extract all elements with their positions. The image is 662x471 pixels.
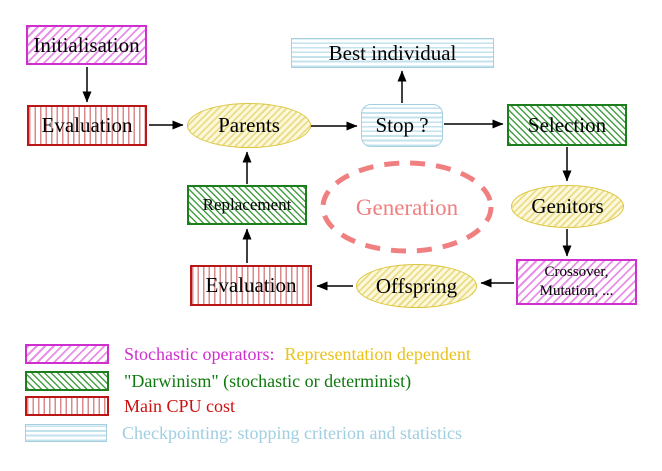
flow-arrows <box>82 67 572 291</box>
legend-swatch-magenta-hatch <box>25 344 109 364</box>
legend-row-stochastic-operators: Stochastic operators: Representation dep… <box>25 343 471 364</box>
node-selection: Selection <box>507 104 627 146</box>
legend-swatch-cyan-horizontal <box>25 424 107 442</box>
node-parents-label: Parents <box>218 113 280 137</box>
legend-swatch-red-vertical <box>25 396 109 416</box>
node-stop-label: Stop ? <box>375 113 429 137</box>
node-genitors-label: Genitors <box>531 194 604 218</box>
node-crossover-line2: Mutation, ... <box>539 283 614 299</box>
node-selection-label: Selection <box>527 112 607 137</box>
node-best-individual: Best individual <box>291 38 494 68</box>
legend-label-main-cpu-cost: Main CPU cost <box>124 395 236 416</box>
legend-label-darwinism: "Darwinism" (stochastic or determinist) <box>124 370 412 391</box>
node-crossover-mutation: Crossover, Mutation, ... <box>516 259 637 305</box>
node-initialisation: Initialisation <box>26 25 147 65</box>
node-best-individual-label: Best individual <box>328 40 457 65</box>
legend-row-main-cpu-cost: Main CPU cost <box>25 395 236 416</box>
legend-row-checkpointing: Checkpointing: stopping criterion and st… <box>25 422 462 443</box>
node-generation-label: Generation <box>355 194 459 220</box>
node-crossover-line1: Crossover, <box>544 264 609 281</box>
node-evaluation-top-label: Evaluation <box>41 113 133 137</box>
node-offspring: Offspring <box>356 264 477 308</box>
node-stop: Stop ? <box>361 104 443 147</box>
node-initialisation-label: Initialisation <box>33 32 140 57</box>
node-parents: Parents <box>187 103 311 148</box>
node-evaluation-top: Evaluation <box>27 105 147 146</box>
node-replacement: Replacement <box>187 185 307 225</box>
legend-label-checkpointing: Checkpointing: stopping criterion and st… <box>122 422 462 443</box>
legend-swatch-green-hatch <box>25 371 109 391</box>
node-evaluation-bottom: Evaluation <box>190 265 312 306</box>
legend-label-stochastic-operators: Stochastic operators: <box>124 343 275 364</box>
legend-label-representation-dependent: Representation dependent <box>284 343 471 364</box>
node-generation: Generation <box>323 185 491 230</box>
node-genitors: Genitors <box>511 185 624 228</box>
legend-row-darwinism: "Darwinism" (stochastic or determinist) <box>25 370 412 391</box>
node-replacement-label: Replacement <box>202 195 292 214</box>
node-offspring-label: Offspring <box>375 273 458 298</box>
node-evaluation-bottom-label: Evaluation <box>205 273 297 297</box>
